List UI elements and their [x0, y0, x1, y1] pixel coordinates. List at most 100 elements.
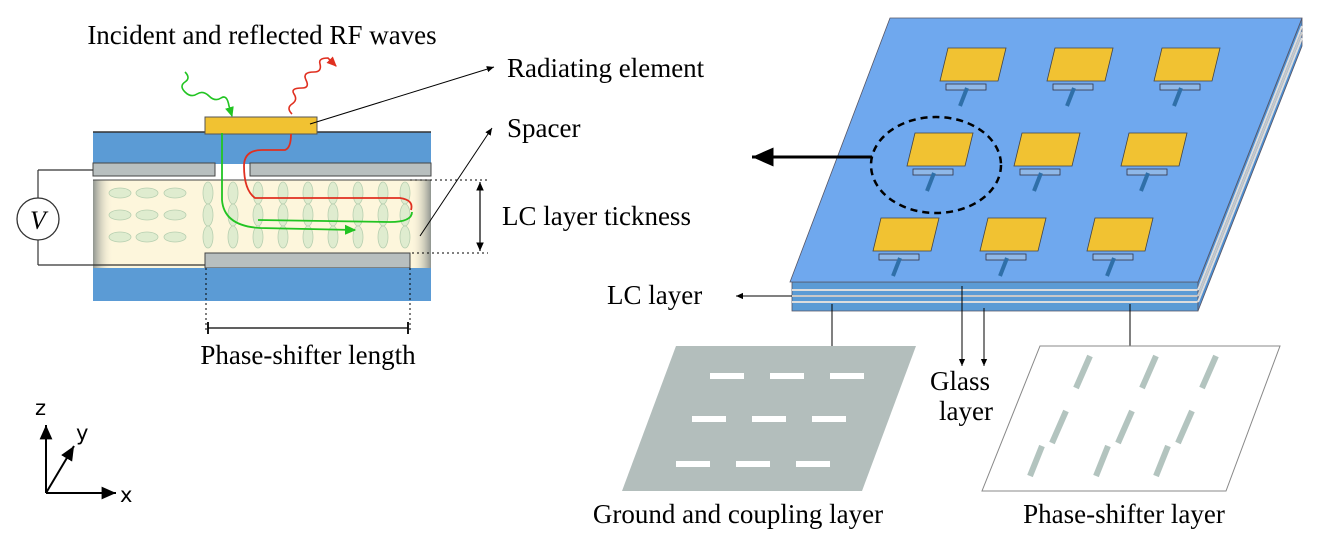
ground-electrode-left — [92, 162, 216, 177]
x-axis-label: x — [120, 483, 132, 507]
phase-shifter-line — [1049, 409, 1069, 445]
lc-molecule-vertical — [399, 203, 411, 227]
lc-molecule-vertical — [277, 225, 289, 249]
lc-molecule-vertical — [327, 181, 339, 205]
patch-element — [1120, 132, 1188, 167]
coupling-slot-cutout — [752, 416, 786, 422]
lc-molecule-vertical — [327, 225, 339, 249]
cross-section-diagram: Incident and reflected RF waves V — [16, 20, 705, 370]
incident-path-in-lc — [221, 133, 357, 235]
phase-shifter-line — [1139, 354, 1159, 390]
lc-molecule-vertical — [227, 181, 239, 205]
coupling-slot-cutout — [676, 461, 710, 467]
patch-element — [979, 217, 1047, 252]
lc-layer-label: LC layer — [607, 280, 702, 310]
phase-shifter-lines — [1027, 354, 1219, 478]
lc-molecule-vertical — [202, 225, 214, 249]
patch-element — [939, 47, 1007, 82]
phase-shifter-length-label: Phase-shifter length — [200, 340, 416, 370]
lc-molecule-horizontal — [163, 231, 187, 243]
phase-shifter-line — [1175, 409, 1195, 445]
lc-molecule-horizontal — [135, 209, 159, 221]
lc-molecule-vertical — [277, 181, 289, 205]
lc-molecule-horizontal — [108, 231, 132, 243]
phase-shifter-line — [1153, 444, 1171, 478]
coupling-slot-cutout — [710, 373, 744, 379]
voltage-source — [16, 197, 60, 241]
lc-molecule-vertical — [202, 181, 214, 205]
lc-molecule-horizontal — [163, 187, 187, 199]
patch-element — [1086, 217, 1154, 252]
lc-molecule-vertical — [202, 203, 214, 227]
lc-molecule-vertical — [302, 225, 314, 249]
lc-molecule-vertical — [277, 203, 289, 227]
feed-line — [1032, 172, 1043, 192]
voltage-symbol: V — [30, 206, 49, 235]
spacer-label: Spacer — [507, 113, 580, 143]
axis-triad: z y x — [35, 396, 132, 507]
highlighted-element-circle — [869, 115, 1003, 215]
phase-shifter-layer-label: Phase-shifter layer — [1023, 499, 1225, 529]
lc-molecule-vertical — [252, 203, 264, 227]
lc-molecule-vertical — [399, 225, 411, 249]
lc-molecule-vertical — [352, 203, 364, 227]
lc-molecule-vertical — [252, 181, 264, 205]
feed-line — [1065, 87, 1076, 107]
coupling-slots — [676, 373, 864, 467]
z-axis-label: z — [35, 396, 46, 420]
incident-waves-label: Incident and reflected RF waves — [87, 20, 436, 50]
radiating-patch — [204, 116, 318, 135]
feed-line — [958, 87, 969, 107]
y-axis-label: y — [76, 421, 88, 445]
reflectarray-3d: LC layer Glass layer Ground and coupling… — [593, 17, 1303, 529]
lc-molecule-vertical — [302, 181, 314, 205]
lc-molecule-horizontal — [108, 187, 132, 199]
coupling-slot-cutout — [692, 416, 726, 422]
phase-shifter-line — [1073, 354, 1093, 390]
radiating-element-label: Radiating element — [507, 53, 705, 83]
lc-molecule-vertical — [227, 225, 239, 249]
lc-molecule-vertical — [302, 203, 314, 227]
lc-molecule-horizontal — [135, 231, 159, 243]
lc-molecule-horizontal — [163, 209, 187, 221]
coupling-slot-cutout — [736, 461, 770, 467]
feed-line — [1172, 87, 1183, 107]
coupling-slot-cutout — [796, 461, 830, 467]
lc-molecule-horizontal — [135, 187, 159, 199]
bottom-substrate — [93, 268, 431, 301]
phase-shifter-line — [1093, 444, 1111, 478]
lc-thickness-label: LC layer tickness — [502, 201, 691, 231]
phase-shifter-line — [1027, 444, 1045, 478]
spacer-leader — [419, 127, 493, 237]
reflected-wave-arrow — [288, 56, 337, 115]
radiating-element-leader — [309, 66, 495, 125]
lc-molecule-vertical — [252, 225, 264, 249]
lc-molecule-vertical — [352, 181, 364, 205]
ground-electrode-right — [249, 162, 432, 177]
phase-shifter-line — [1115, 409, 1135, 445]
feed-line — [925, 172, 936, 192]
top-substrate — [93, 132, 431, 164]
phase-shifter-line — [1199, 354, 1219, 390]
lc-molecule-vertical — [377, 181, 389, 205]
feed-line — [1139, 172, 1150, 192]
lc-molecule-horizontal — [108, 209, 132, 221]
glass-layer-label-line1: Glass — [930, 366, 990, 396]
coupling-slot-cutout — [812, 416, 846, 422]
patch-element — [1046, 47, 1114, 82]
lc-molecules — [108, 181, 411, 249]
reflected-path-in-lc — [243, 133, 413, 211]
patch-element — [906, 132, 974, 167]
phase-shifter-electrode — [204, 252, 411, 269]
feed-line — [998, 257, 1009, 277]
patch-element — [1013, 132, 1081, 167]
patch-element — [872, 217, 940, 252]
lc-molecule-vertical — [327, 203, 339, 227]
patch-grid — [872, 47, 1221, 277]
coupling-slot-cutout — [830, 373, 864, 379]
ground-coupling-layer-label: Ground and coupling layer — [593, 499, 883, 529]
feed-line — [891, 257, 902, 277]
coupling-slot-cutout — [770, 373, 804, 379]
lc-molecule-vertical — [377, 225, 389, 249]
